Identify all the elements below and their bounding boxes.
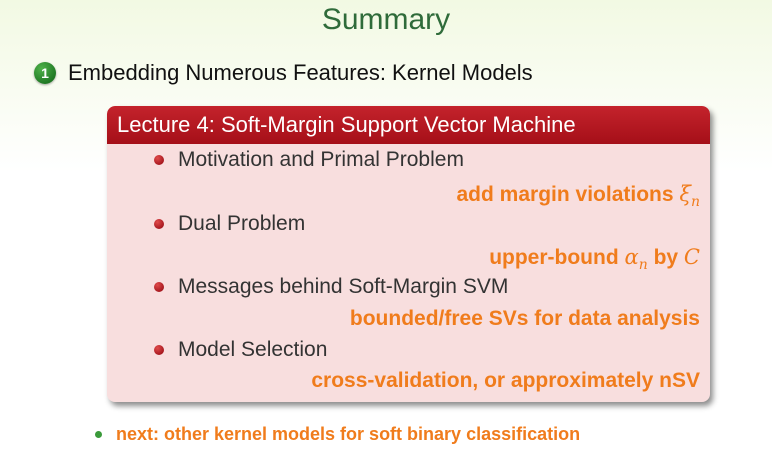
list-item: Dual Problem: [154, 212, 305, 236]
list-item-label: Motivation and Primal Problem: [178, 148, 464, 171]
next-note-text: next: other kernel models for soft binar…: [116, 424, 581, 444]
list-item: Model Selection: [154, 338, 327, 362]
list-item-note: upper-bound αn by C: [489, 245, 700, 274]
c-symbol: C: [683, 245, 700, 269]
bullet-icon: [154, 219, 164, 229]
main-point: 1 Embedding Numerous Features: Kernel Mo…: [34, 60, 533, 86]
main-point-text: Embedding Numerous Features: Kernel Mode…: [68, 60, 533, 85]
bullet-icon: [154, 282, 164, 292]
list-item: Messages behind Soft-Margin SVM: [154, 275, 508, 299]
bullet-icon: [154, 155, 164, 165]
list-item-note: cross-validation, or approximately nSV: [311, 369, 700, 392]
xi-symbol: ξn: [679, 182, 700, 211]
slide-title: Summary: [321, 3, 451, 36]
list-item-label: Messages behind Soft-Margin SVM: [178, 275, 509, 298]
list-item-note: bounded/free SVs for data analysis: [349, 307, 700, 330]
lecture-summary-box: Lecture 4: Soft-Margin Support Vector Ma…: [107, 106, 710, 402]
list-item-note: add margin violations ξn: [456, 182, 701, 211]
list-item-label: Model Selection: [178, 338, 328, 361]
list-item-label: Dual Problem: [178, 212, 306, 235]
next-note: next: other kernel models for soft binar…: [95, 424, 580, 445]
alpha-symbol: αn: [624, 245, 648, 274]
bullet-icon: [154, 345, 164, 355]
number-badge-icon: 1: [34, 62, 56, 84]
bullet-icon: [95, 431, 102, 438]
list-item: Motivation and Primal Problem: [154, 148, 464, 172]
lecture-box-header: Lecture 4: Soft-Margin Support Vector Ma…: [107, 106, 710, 144]
